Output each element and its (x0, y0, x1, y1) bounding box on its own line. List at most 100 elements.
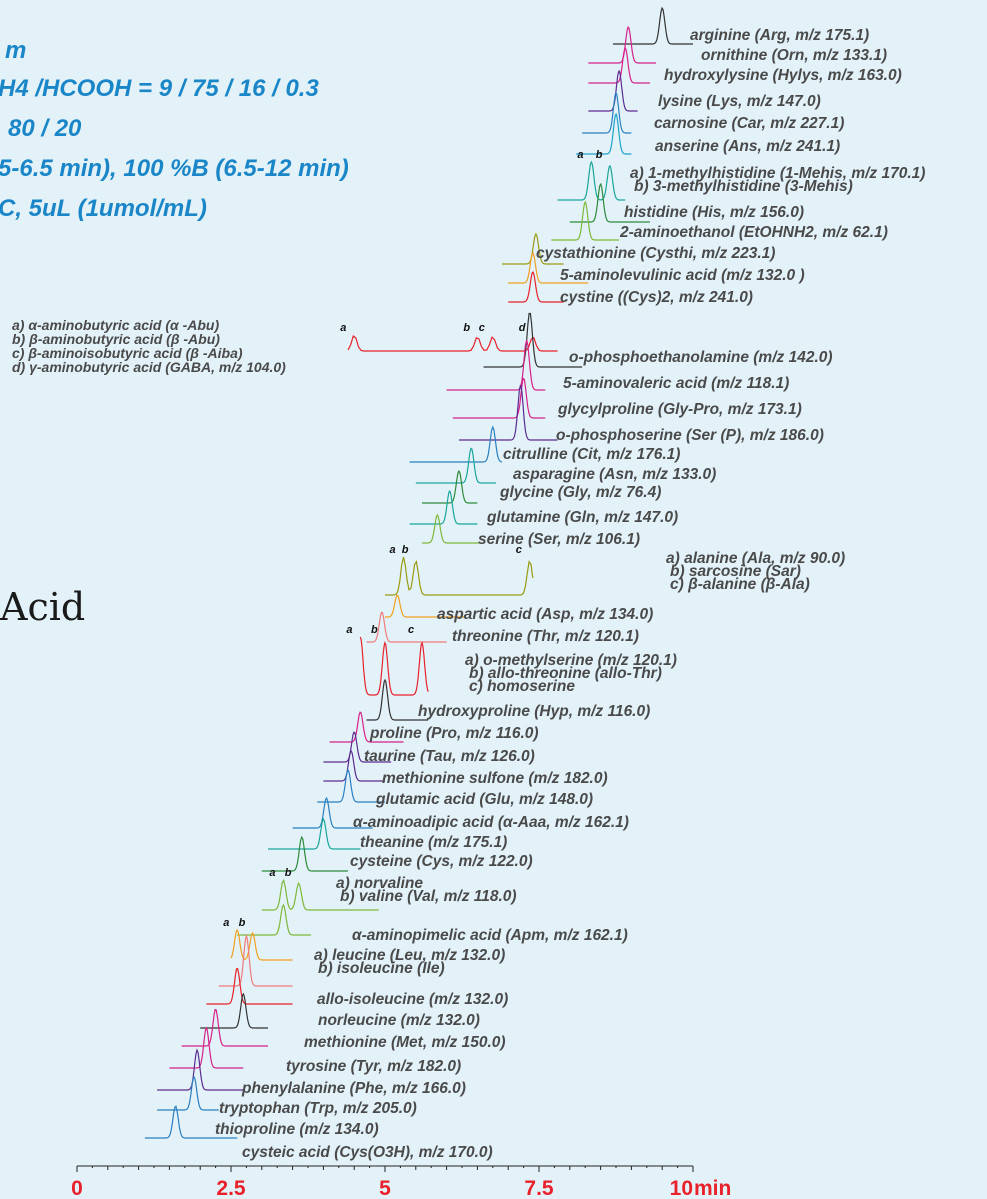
peak-mark: a (223, 917, 229, 929)
trace-line (557, 160, 626, 201)
trace-label: 2-aminoethanol (EtOHNH2, m/z 62.1) (619, 224, 888, 241)
peak-mark: b (285, 867, 292, 879)
trace-label: methionine sulfone (m/z 182.0) (382, 770, 608, 787)
trace-label: a) leucine (Leu, m/z 132.0) (314, 947, 505, 964)
trace-label: proline (Pro, m/z 116.0) (369, 725, 539, 742)
trace-label: arginine (Arg, m/z 175.1) (690, 27, 869, 44)
trace-line (237, 903, 312, 936)
peak-mark: a (340, 322, 346, 334)
trace-label: o-phosphoserine (Ser (P), m/z 186.0) (556, 427, 824, 444)
trace-label: α-aminopimelic acid (Apm, m/z 162.1) (352, 927, 628, 944)
trace-label: phenylalanine (Phe, m/z 166.0) (241, 1080, 466, 1097)
peak-mark: c (479, 322, 485, 334)
trace-label: anserine (Ans, m/z 241.1) (655, 138, 840, 155)
trace-line (366, 678, 429, 721)
trace-label: c) homoserine (469, 678, 575, 695)
trace-line (268, 817, 361, 850)
trace-line (551, 200, 620, 241)
conditions-line-4: 5-6.5 min), 100 %B (6.5-12 min) (0, 155, 349, 182)
trace-label: norleucine (m/z 132.0) (318, 1012, 480, 1029)
trace-line (200, 992, 268, 1029)
trace-line (292, 796, 373, 829)
trace-line (323, 731, 392, 763)
abu-annotation-line: d) γ-aminobutyric acid (GABA, m/z 104.0) (12, 359, 286, 375)
trace-line (422, 513, 484, 544)
x-tick-label: 7.5 (524, 1177, 554, 1199)
trace-line (359, 636, 429, 696)
trace-label: α-aminoadipic acid (α-Aaa, m/z 162.1) (353, 814, 629, 831)
trace-label: hydroxylysine (Hylys, m/z 163.0) (664, 67, 902, 84)
abu-annotation-line: a) α-aminobutyric acid (α -Abu) (12, 317, 219, 333)
trace-line (181, 1008, 268, 1047)
trace-line (409, 490, 478, 525)
trace-label: serine (Ser, m/z 106.1) (478, 531, 640, 548)
trace-label: b) 3-methylhistidine (3-Mehis) (634, 178, 853, 195)
peak-mark: b (402, 544, 409, 556)
trace-label: taurine (Tau, m/z 126.0) (364, 748, 535, 765)
trace-label: cysteine (Cys, m/z 122.0) (350, 853, 533, 870)
peak-mark: b (371, 624, 378, 636)
peak-mark: b (596, 149, 603, 161)
trace-line (508, 252, 589, 284)
trace-line (452, 377, 546, 419)
trace-label: cystine ((Cys)2, m/z 241.0) (560, 289, 753, 306)
trace-line (317, 769, 385, 803)
trace-line (422, 470, 478, 504)
trace-label: cystathionine (Cysthi, m/z 223.1) (536, 245, 775, 262)
trace-label: allo-isoleucine (m/z 132.0) (317, 991, 508, 1008)
conditions-line-5: C, 5uL (1umol/mL) (0, 195, 207, 222)
abu-annotation-group: a) α-aminobutyric acid (α -Abu)b) β-amin… (12, 317, 286, 375)
peak-mark: a (390, 544, 396, 556)
trace-line (612, 6, 693, 45)
trace-label: glycine (Gly, m/z 76.4) (499, 484, 661, 501)
peak-mark: a (346, 624, 352, 636)
trace-line (409, 425, 503, 463)
trace-label: b) allo-threonine (allo-Thr) (469, 665, 662, 682)
trace-line (569, 182, 650, 223)
trace-label: o-phosphoethanolamine (m/z 142.0) (569, 349, 833, 366)
trace-label: b) isoleucine (Ile) (318, 960, 445, 977)
x-tick-label: 2.5 (216, 1177, 246, 1199)
heading-acid: Acid (0, 585, 86, 629)
trace-label: carnosine (Car, m/z 227.1) (654, 115, 844, 132)
trace-line (588, 46, 650, 84)
trace-line (588, 25, 656, 64)
trace-line (385, 594, 466, 618)
conditions-line-1: m (5, 37, 27, 64)
conditions-line-2: H4 /HCOOH = 9 / 75 / 16 / 0.3 (0, 75, 319, 102)
trace-line (415, 447, 496, 484)
trace-line (329, 711, 404, 743)
trace-label: 5-aminolevulinic acid (m/z 132.0 ) (560, 267, 805, 284)
peak-mark: b (239, 917, 246, 929)
trace-label: histidine (His, m/z 156.0) (624, 204, 804, 221)
peak-mark: d (519, 322, 526, 334)
trace-label: lysine (Lys, m/z 147.0) (658, 93, 821, 110)
trace-label: theanine (m/z 175.1) (360, 834, 507, 851)
x-axis-unit: min (694, 1177, 731, 1199)
trace-label: a) 1-methylhistidine (1-Mehis, m/z 170.1… (630, 165, 925, 182)
trace-label: asparagine (Asn, m/z 133.0) (513, 466, 716, 483)
trace-line (218, 933, 293, 987)
trace-line (157, 1075, 219, 1111)
trace-line (508, 271, 564, 303)
trace-line (347, 334, 558, 352)
abu-annotation-line: b) β-aminobutyric acid (β -Abu) (12, 331, 220, 347)
trace-label: c) β-alanine (β-Ala) (670, 576, 810, 593)
conditions-line-3: 80 / 20 (8, 115, 82, 142)
trace-label: methionine (Met, m/z 150.0) (304, 1034, 506, 1051)
trace-line (230, 928, 293, 961)
trace-label: citrulline (Cit, m/z 176.1) (503, 446, 680, 463)
trace-label: b) sarcosine (Sar) (670, 563, 801, 580)
trace-line (576, 112, 632, 155)
trace-label: threonine (Thr, m/z 120.1) (452, 628, 639, 645)
peak-mark: c (516, 544, 522, 556)
trace-line (261, 835, 348, 872)
trace-label: tryptophan (Trp, m/z 205.0) (219, 1100, 417, 1117)
x-tick-label: 10 (670, 1177, 693, 1199)
trace-label: cysteic acid (Cys(O3H), m/z 170.0) (242, 1144, 493, 1161)
x-tick-label: 5 (379, 1177, 391, 1199)
abu-annotation-line: c) β-aminoisobutyric acid (β -Aiba) (12, 345, 243, 361)
trace-line (458, 384, 558, 441)
